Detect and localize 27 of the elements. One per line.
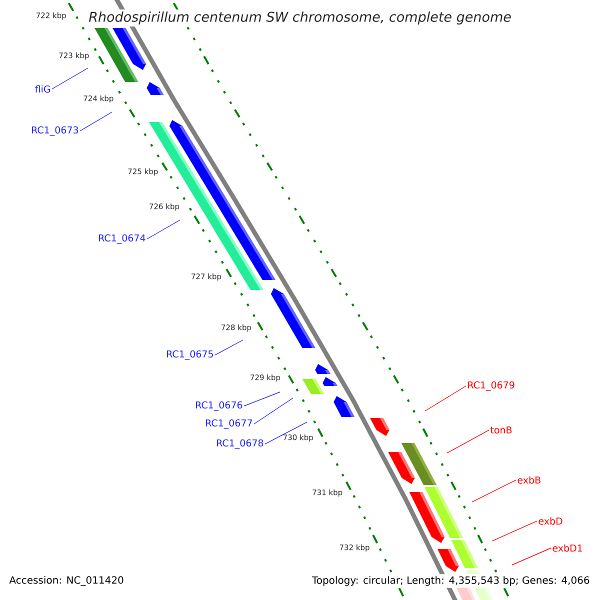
gene-label: fliG [35, 85, 50, 93]
leader-line [80, 112, 112, 132]
leader-line [492, 520, 538, 542]
gene-label: RC1_0676 [196, 401, 242, 411]
gene-label: RC1_0674 [99, 234, 146, 244]
gene-label: RC1_0677 [206, 419, 252, 429]
leader-line [512, 548, 552, 566]
gene-label: exbD1 [552, 544, 582, 552]
leader-line [424, 386, 466, 412]
summary-text: Topology: circular; Length: 4,355,543 bp; Genes: 4,066 [310, 574, 592, 588]
gene-label: RC1_0678 [217, 439, 264, 449]
leader-line [254, 398, 294, 424]
gene-label: exbD [538, 517, 562, 525]
accession-text: Accession: NC_011420 [7, 574, 126, 588]
leader-line [214, 340, 244, 356]
leader-line [146, 220, 180, 240]
gene-label: exbB [518, 476, 540, 484]
leader-line [472, 480, 516, 502]
gene-label: RC1_0675 [167, 350, 213, 360]
leader-line [446, 430, 490, 454]
gene-label: tonB [490, 426, 512, 434]
gene-label: RC1_0673 [32, 126, 78, 136]
leader-line [244, 392, 280, 406]
gene-label: RC1_0679 [468, 381, 514, 391]
leader-line [264, 422, 308, 444]
leader-line [52, 68, 88, 90]
title: Rhodospirillum centenum SW chromosome, complete genome [86, 9, 514, 27]
